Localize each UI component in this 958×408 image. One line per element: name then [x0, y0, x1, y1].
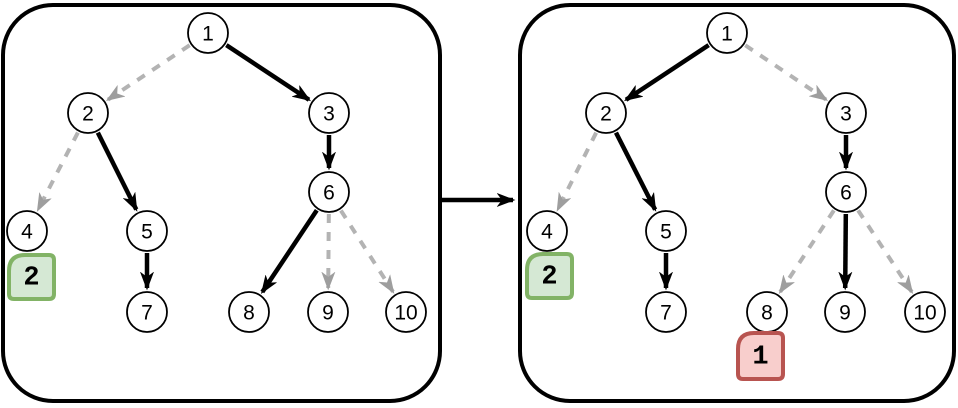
node-label-1: 1	[721, 22, 733, 45]
badge-label: 2	[23, 264, 39, 294]
node-3: 3	[308, 92, 350, 134]
edge-2-4-dashed	[36, 131, 80, 210]
node-label-7: 7	[141, 301, 153, 324]
node-circle-1	[187, 12, 229, 54]
node-label-10: 10	[913, 301, 936, 324]
edge-6-8-solid	[260, 209, 319, 292]
node-circle-2	[67, 92, 109, 134]
node-label-8: 8	[243, 301, 255, 324]
badge-shape	[736, 331, 785, 381]
panel-right-tree: 1 2 3 4 5 6 7 8 9 10 2 1	[518, 3, 956, 403]
node-label-3: 3	[323, 102, 335, 125]
node-4: 4	[526, 210, 568, 252]
node-label-5: 5	[141, 220, 153, 243]
node-circle-5	[126, 210, 168, 252]
edge-6-8-dashed	[778, 209, 836, 292]
edge-2-5-solid	[613, 131, 658, 210]
node-label-4: 4	[21, 220, 33, 243]
node-4: 4	[6, 210, 48, 252]
node-circle-9	[824, 291, 866, 333]
node-circle-5	[645, 210, 687, 252]
node-circle-6	[308, 171, 350, 213]
badge-shape	[525, 252, 574, 300]
badge-label: 1	[752, 343, 768, 373]
node-circle-10	[904, 291, 946, 333]
node-label-1: 1	[202, 22, 214, 45]
node-circle-8	[228, 291, 270, 333]
panel-frame-right-tree	[518, 3, 956, 403]
node-5: 5	[645, 210, 687, 252]
badge-label: 2	[541, 263, 557, 293]
node-label-9: 9	[839, 301, 851, 324]
edge-6-10-dashed	[339, 209, 395, 292]
node-circle-7	[645, 291, 687, 333]
node-circle-7	[126, 291, 168, 333]
badge-green-node-4: 2	[7, 253, 56, 301]
node-label-7: 7	[660, 301, 672, 324]
node-circle-2	[585, 92, 627, 134]
node-9: 9	[307, 291, 349, 333]
node-label-10: 10	[394, 301, 417, 324]
edge-1-2-solid	[626, 43, 710, 102]
node-6: 6	[308, 171, 350, 213]
node-label-9: 9	[322, 301, 334, 324]
edge-6-10-dashed	[856, 209, 914, 292]
node-circle-10	[385, 291, 427, 333]
node-2: 2	[67, 92, 109, 134]
node-3: 3	[825, 92, 867, 134]
node-label-6: 6	[840, 181, 852, 204]
node-label-8: 8	[761, 301, 773, 324]
node-8: 8	[228, 291, 270, 333]
edge-2-5-solid	[95, 131, 139, 210]
node-circle-4	[6, 210, 48, 252]
node-circle-6	[825, 171, 867, 213]
node-label-5: 5	[660, 220, 672, 243]
panel-left-tree: 1 2 3 4 5 6 7 8 9 10 2	[1, 3, 442, 403]
node-7: 7	[645, 291, 687, 333]
node-2: 2	[585, 92, 627, 134]
node-5: 5	[126, 210, 168, 252]
badge-red-node-8: 1	[736, 331, 785, 381]
node-9: 9	[824, 291, 866, 333]
node-label-6: 6	[323, 181, 335, 204]
node-label-2: 2	[82, 102, 94, 125]
badge-green-node-4: 2	[525, 252, 574, 300]
node-7: 7	[126, 291, 168, 333]
edge-6-9-dashed	[328, 213, 329, 288]
node-10: 10	[385, 291, 427, 333]
node-circle-3	[308, 92, 350, 134]
edge-2-4-dashed	[555, 131, 598, 210]
node-8: 8	[746, 291, 788, 333]
node-10: 10	[904, 291, 946, 333]
node-label-2: 2	[600, 102, 612, 125]
panel-frame-left-tree	[1, 3, 442, 403]
edge-1-3-solid	[225, 43, 309, 102]
node-label-3: 3	[840, 102, 852, 125]
node-1: 1	[187, 12, 229, 54]
node-label-4: 4	[541, 220, 553, 243]
node-circle-1	[706, 12, 748, 54]
node-6: 6	[825, 171, 867, 213]
node-circle-4	[526, 210, 568, 252]
badge-shape	[7, 253, 56, 301]
node-circle-3	[825, 92, 867, 134]
edge-1-3-dashed	[744, 43, 826, 102]
node-circle-9	[307, 291, 349, 333]
edge-1-2-dashed	[108, 43, 191, 102]
edge-6-9-solid	[845, 213, 846, 288]
node-1: 1	[706, 12, 748, 54]
